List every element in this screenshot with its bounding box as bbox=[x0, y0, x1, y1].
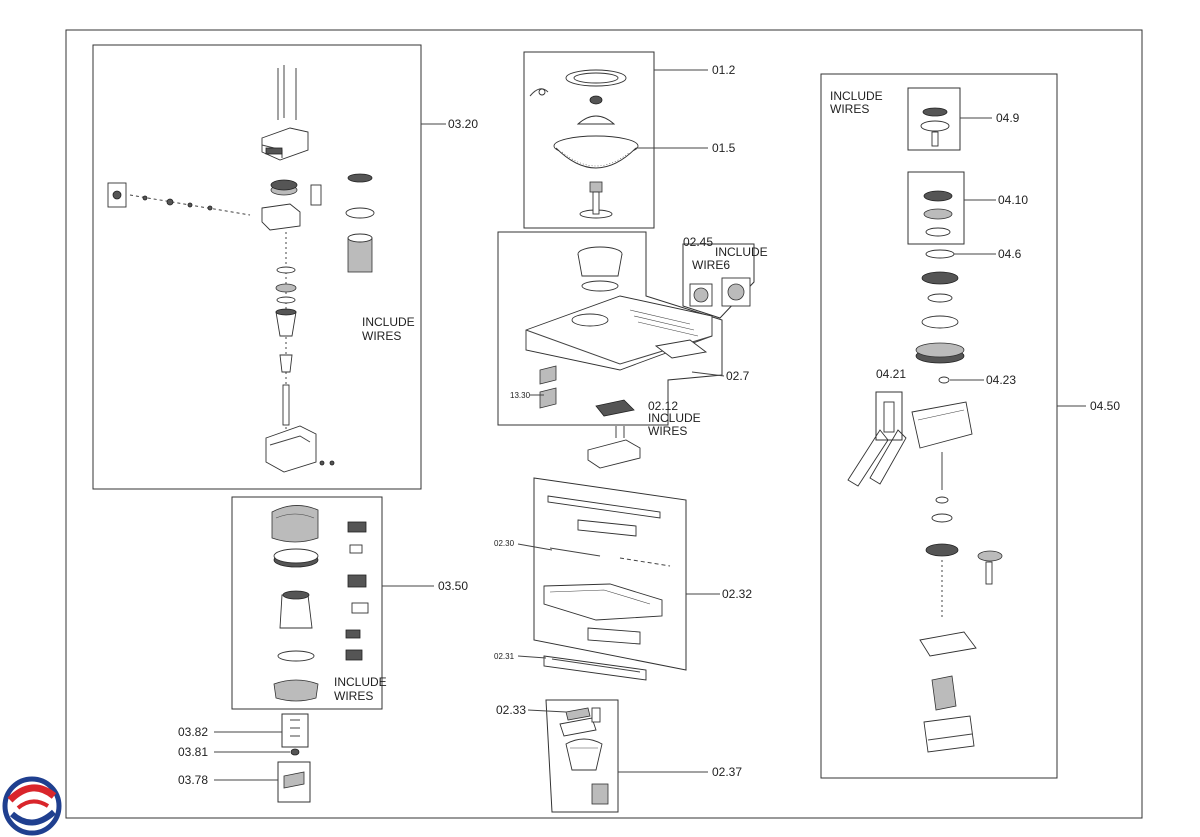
note-wires-02-12: WIRES bbox=[648, 424, 687, 438]
frame-04-10 bbox=[907, 171, 965, 245]
assembly-03-20 bbox=[107, 65, 375, 473]
label-03-20: 03.20 bbox=[448, 117, 478, 131]
frame-02-32 bbox=[533, 477, 687, 671]
part-03-78 bbox=[277, 761, 311, 803]
note-include-03-50: INCLUDE bbox=[334, 675, 387, 689]
frame-02-33 bbox=[545, 699, 619, 813]
label-02-32: 02.32 bbox=[722, 587, 752, 601]
note-wires-03-50: WIRES bbox=[334, 689, 373, 703]
label-03-81: 03.81 bbox=[178, 745, 208, 759]
part-04-21 bbox=[883, 401, 895, 433]
part-03-81 bbox=[290, 748, 300, 756]
frame-04-50 bbox=[820, 73, 1058, 779]
frame-03-20 bbox=[92, 44, 422, 490]
assembly-04-stack bbox=[847, 271, 1003, 753]
sheet-border bbox=[65, 29, 1143, 819]
part-02-31-inner bbox=[551, 658, 641, 673]
label-02-30: 02.30 bbox=[494, 539, 515, 548]
label-02-45: 02.45 bbox=[683, 235, 713, 249]
label-02-31: 02.31 bbox=[494, 652, 515, 661]
label-02-12: 02.12 bbox=[648, 399, 678, 413]
part-04-6 bbox=[925, 249, 955, 259]
label-03-78: 03.78 bbox=[178, 773, 208, 787]
label-03-50: 03.50 bbox=[438, 579, 468, 593]
assembly-01 bbox=[529, 69, 639, 219]
note-wires-03-20: WIRES bbox=[362, 329, 401, 343]
leader-02-31 bbox=[517, 655, 547, 659]
label-03-82: 03.82 bbox=[178, 725, 208, 739]
leader-02-7 bbox=[691, 371, 725, 377]
part-03-82 bbox=[281, 713, 309, 748]
part-below-02-12 bbox=[587, 426, 641, 469]
label-01-2: 01.2 bbox=[712, 63, 736, 77]
part-04-10 bbox=[923, 190, 953, 237]
label-01-5: 01.5 bbox=[712, 141, 736, 155]
label-02-7: 02.7 bbox=[726, 369, 750, 383]
assembly-03-50 bbox=[271, 505, 369, 702]
note-wires-04-50: WIRES bbox=[830, 102, 869, 116]
note-include-04-50: INCLUDE bbox=[830, 89, 883, 103]
assembly-02-upper bbox=[525, 246, 713, 417]
assembly-02-33 bbox=[559, 707, 609, 805]
label-04-23: 04.23 bbox=[986, 373, 1016, 387]
frame-04-9 bbox=[907, 87, 961, 151]
part-04-9 bbox=[920, 107, 950, 147]
label-04-6: 04.6 bbox=[998, 247, 1022, 261]
frame-03-50 bbox=[231, 496, 383, 710]
note-include-03-20: INCLUDE bbox=[362, 315, 415, 329]
brand-swirl-logo bbox=[2, 776, 62, 836]
frame-02-upper bbox=[497, 231, 723, 426]
note-include-02-12: INCLUDE bbox=[648, 411, 701, 425]
assembly-02-32 bbox=[543, 495, 671, 645]
note-wires-02-45: WIRE6 bbox=[692, 258, 730, 272]
part-03-82-marks bbox=[290, 719, 300, 737]
label-04-50: 04.50 bbox=[1090, 399, 1120, 413]
label-04-9: 04.9 bbox=[996, 111, 1020, 125]
label-13-30: 13.30 bbox=[510, 391, 531, 400]
frame-01 bbox=[523, 51, 655, 229]
frame-04-21 bbox=[875, 391, 903, 441]
part-03-78-body bbox=[283, 771, 305, 789]
leader-02-33 bbox=[527, 709, 567, 713]
part-02-45 bbox=[689, 277, 751, 307]
leader-02-30 bbox=[517, 543, 553, 551]
label-04-10: 04.10 bbox=[998, 193, 1028, 207]
label-02-37: 02.37 bbox=[712, 765, 742, 779]
label-02-33: 02.33 bbox=[496, 703, 526, 717]
label-04-21: 04.21 bbox=[876, 367, 906, 381]
note-include-02-45: INCLUDE bbox=[715, 245, 768, 259]
